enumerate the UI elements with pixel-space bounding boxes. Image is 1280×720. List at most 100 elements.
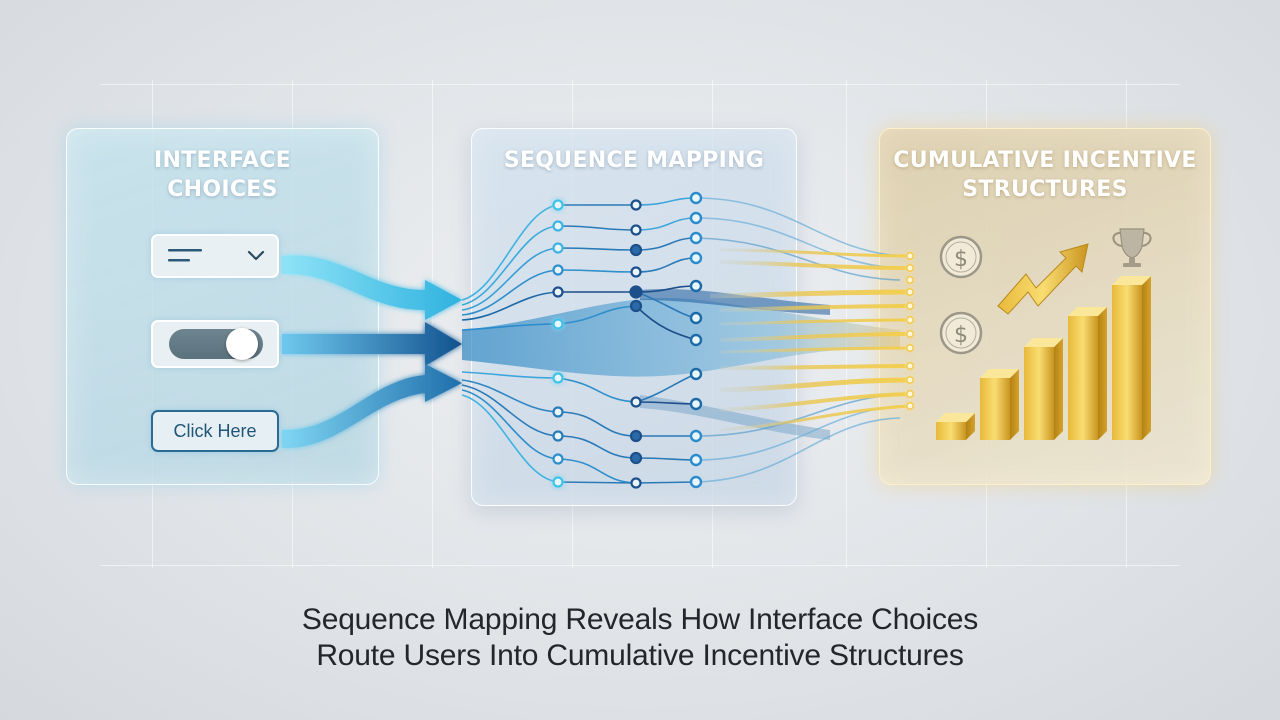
gold-flow-line bbox=[709, 289, 911, 299]
node-dot bbox=[552, 264, 564, 276]
flow-arrow-top bbox=[282, 255, 462, 320]
trending-up-arrow-icon bbox=[997, 243, 1089, 315]
toggle-switch[interactable] bbox=[151, 320, 279, 368]
chevron-down-icon bbox=[247, 250, 265, 261]
flow-band bbox=[462, 297, 900, 377]
network-line bbox=[461, 291, 559, 321]
node-dot bbox=[689, 279, 703, 293]
node-dot bbox=[689, 333, 703, 347]
gold-dot bbox=[906, 276, 914, 284]
gold-dot bbox=[906, 344, 914, 352]
gold-flow-line bbox=[719, 392, 911, 412]
node-dot bbox=[689, 429, 703, 443]
gold-dot bbox=[906, 362, 914, 370]
network-line bbox=[557, 481, 637, 484]
node-dot bbox=[552, 199, 564, 211]
gold-bar bbox=[1112, 285, 1142, 440]
node-dot bbox=[630, 224, 642, 236]
flow-arrow-middle bbox=[282, 322, 462, 366]
node-dot bbox=[552, 286, 564, 298]
panel-title: INTERFACE CHOICES bbox=[67, 146, 378, 204]
node-dot bbox=[552, 430, 564, 442]
network-line bbox=[635, 481, 697, 484]
gold-flow-line bbox=[719, 332, 911, 342]
gold-bar bbox=[936, 422, 966, 440]
gold-dot bbox=[906, 376, 914, 384]
gold-dot bbox=[906, 264, 914, 272]
network-line bbox=[461, 379, 559, 413]
gold-bar-side bbox=[1054, 338, 1063, 440]
gold-bar bbox=[980, 378, 1010, 440]
dropdown-select[interactable] bbox=[151, 234, 279, 278]
node-dot bbox=[629, 243, 643, 257]
caption-line: Sequence Mapping Reveals How Interface C… bbox=[301, 603, 979, 636]
dollar-coin-icon: $ bbox=[939, 311, 983, 355]
gold-bar-top bbox=[1068, 307, 1107, 316]
gold-bar-top bbox=[1112, 276, 1151, 285]
gold-dot bbox=[906, 330, 914, 338]
coin-symbol: $ bbox=[954, 247, 968, 272]
node-dot bbox=[552, 453, 564, 465]
click-here-button[interactable]: Click Here bbox=[151, 410, 279, 452]
node-dot bbox=[629, 429, 643, 443]
network-line bbox=[461, 384, 559, 437]
grid-line bbox=[100, 84, 1180, 85]
coin-symbol: $ bbox=[954, 323, 968, 348]
node-dot bbox=[552, 220, 564, 232]
menu-lines-icon bbox=[168, 249, 202, 262]
gold-flow-line bbox=[719, 318, 911, 326]
node-dot bbox=[689, 191, 703, 205]
node-dot bbox=[689, 311, 703, 325]
panel-title: SEQUENCE MAPPING bbox=[503, 148, 765, 173]
panel-title: CUMULATIVE INCENTIVE STRUCTURES bbox=[880, 146, 1210, 204]
node-dot bbox=[629, 451, 643, 465]
network-line bbox=[461, 394, 559, 483]
network-line bbox=[461, 225, 559, 306]
caption-line: Route Users Into Cumulative Incentive St… bbox=[316, 639, 964, 672]
gold-dot bbox=[906, 252, 914, 260]
caption: Sequence Mapping Reveals How Interface C… bbox=[140, 602, 1140, 674]
node-dot bbox=[552, 318, 564, 330]
gold-flows bbox=[709, 248, 911, 432]
title-line: CHOICES bbox=[167, 177, 278, 202]
gold-flow-line bbox=[719, 304, 911, 312]
gold-dot bbox=[906, 390, 914, 398]
node-dot bbox=[630, 199, 642, 211]
network-line bbox=[461, 247, 559, 311]
node-dot bbox=[689, 251, 703, 265]
network-line bbox=[461, 389, 559, 460]
gold-bar-side bbox=[1010, 369, 1019, 440]
node-column bbox=[552, 199, 564, 488]
gold-bar-top bbox=[980, 369, 1019, 378]
network-line bbox=[557, 269, 637, 273]
dollar-coin-icon: $ bbox=[939, 235, 983, 279]
network-line bbox=[635, 457, 697, 461]
network-line bbox=[695, 417, 901, 483]
node-dot bbox=[689, 475, 703, 489]
network-line bbox=[635, 217, 697, 231]
node-dot bbox=[552, 476, 564, 488]
gold-dot bbox=[906, 402, 914, 410]
gold-flow-line bbox=[719, 364, 911, 370]
gold-flow-line bbox=[719, 377, 911, 393]
network-line bbox=[557, 305, 637, 325]
network-line bbox=[635, 237, 697, 251]
node-column bbox=[689, 191, 703, 489]
gold-dot bbox=[906, 288, 914, 296]
node-dot bbox=[630, 266, 642, 278]
node-dot bbox=[689, 453, 703, 467]
gold-bar-side bbox=[1098, 307, 1107, 440]
network-line bbox=[557, 247, 637, 251]
gold-flow-line bbox=[719, 404, 911, 432]
gold-bar-top bbox=[1024, 338, 1063, 347]
network-line bbox=[695, 237, 901, 281]
gold-dot bbox=[906, 316, 914, 324]
grid-line bbox=[432, 80, 433, 568]
gold-bar-side bbox=[1142, 276, 1151, 440]
network-line bbox=[557, 458, 637, 484]
network-line bbox=[557, 225, 637, 231]
network-lines bbox=[461, 197, 901, 484]
node-dot bbox=[552, 372, 564, 384]
toggle-knob bbox=[226, 328, 258, 360]
